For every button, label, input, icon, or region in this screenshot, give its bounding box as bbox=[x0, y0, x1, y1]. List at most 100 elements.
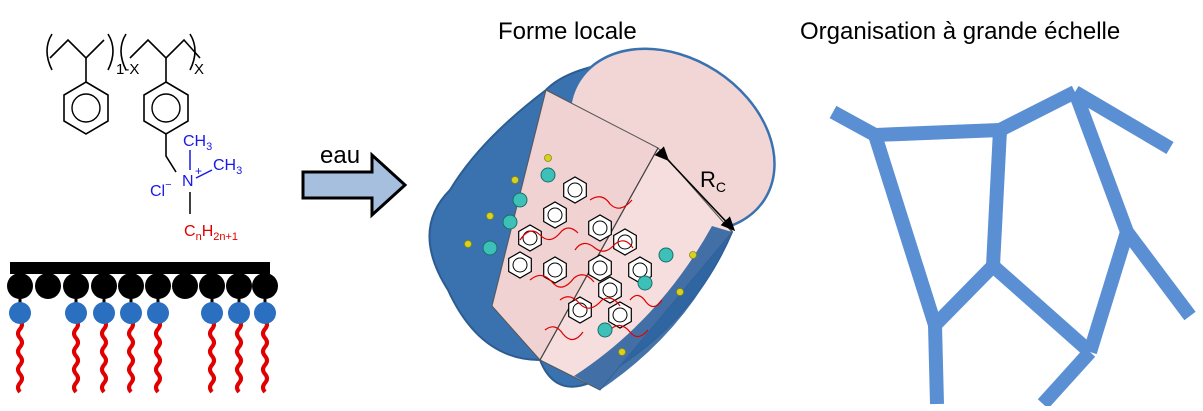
surfactant-tail bbox=[154, 318, 162, 394]
teal-ion bbox=[658, 247, 674, 263]
backbone-bead bbox=[35, 273, 61, 299]
surfactant-tail bbox=[208, 318, 216, 394]
aromatic-ring bbox=[508, 251, 532, 279]
surfactant-tail bbox=[100, 318, 108, 394]
network-branch bbox=[1083, 229, 1134, 355]
aromatic-ring-inner bbox=[547, 207, 563, 223]
network-branch bbox=[1068, 89, 1134, 235]
methyl-top: CH3 bbox=[183, 133, 212, 153]
title-large-scale: Organisation à grande échelle bbox=[800, 18, 1121, 45]
teal-ion bbox=[512, 192, 528, 208]
backbone-bead bbox=[91, 273, 117, 299]
aromatic-ring bbox=[608, 301, 632, 329]
network-branch bbox=[928, 324, 944, 405]
yellow-ion bbox=[689, 251, 697, 259]
alkyl-tail bbox=[529, 274, 595, 288]
teal-ion bbox=[540, 167, 556, 183]
aromatic-ring-inner bbox=[572, 302, 588, 318]
network-branch bbox=[1071, 85, 1174, 155]
nitrogen-charge: + bbox=[195, 164, 202, 178]
aromatic-ring-inner bbox=[512, 257, 528, 273]
backbone-bead bbox=[118, 273, 144, 299]
aromatic-ring bbox=[543, 201, 567, 229]
charged-head bbox=[120, 302, 142, 324]
charged-head bbox=[65, 302, 87, 324]
backbone-beads bbox=[7, 273, 278, 299]
title-local-shape: Forme locale bbox=[498, 18, 637, 45]
aromatic-ring bbox=[613, 228, 637, 256]
backbone-bead bbox=[7, 273, 33, 299]
chloride-ion: Cl− bbox=[150, 179, 172, 200]
network-branch bbox=[996, 85, 1079, 137]
aromatic-ring-inner bbox=[632, 262, 648, 278]
subscript-1-x: 1-X bbox=[116, 61, 139, 78]
network-branch bbox=[930, 261, 998, 330]
backbone-chain-2 bbox=[129, 38, 201, 60]
yellow-ion bbox=[676, 288, 684, 296]
teal-ion bbox=[637, 275, 653, 291]
methyl-right: CH3 bbox=[213, 157, 242, 177]
yellow-ion bbox=[464, 240, 472, 248]
alkyl-core bbox=[519, 196, 663, 341]
aromatic-ring bbox=[568, 296, 592, 324]
backbone-chain bbox=[49, 38, 105, 60]
teal-ion bbox=[502, 214, 518, 230]
network-branch bbox=[868, 132, 942, 328]
bracket-1-open bbox=[46, 33, 53, 71]
surfactant-tail bbox=[16, 318, 24, 394]
surfactant-tail bbox=[72, 318, 80, 394]
network-branch bbox=[986, 129, 1007, 267]
bracket-2-close bbox=[189, 33, 196, 71]
alkyl-tail bbox=[519, 227, 579, 241]
charged-head bbox=[93, 302, 115, 324]
bead-schematic bbox=[7, 262, 278, 394]
aromatic-ring bbox=[543, 256, 567, 284]
backbone-bead bbox=[252, 273, 278, 299]
charged-head bbox=[9, 302, 31, 324]
network-organisation bbox=[829, 85, 1196, 409]
subscript-x: X bbox=[194, 61, 204, 78]
aromatic-ring-inner bbox=[592, 260, 608, 276]
arrow-label: eau bbox=[320, 142, 360, 169]
yellow-ion bbox=[618, 348, 626, 356]
alkyl-tail bbox=[559, 296, 621, 309]
network-branch bbox=[1037, 347, 1096, 409]
surfactant-tail bbox=[261, 318, 269, 394]
alkyl-tail bbox=[574, 240, 634, 252]
teal-ion bbox=[482, 240, 498, 256]
aromatic-ring-inner bbox=[567, 182, 583, 198]
charged-beads bbox=[9, 302, 276, 324]
polymer-structure: 1-X X N + CH3 CH3 Cl− CnH2n+1 bbox=[46, 33, 242, 243]
water-arrow: eau bbox=[301, 142, 408, 219]
alkyl-tail bbox=[629, 294, 663, 308]
backbone-bead bbox=[145, 273, 171, 299]
aromatic-ring bbox=[598, 276, 622, 304]
network-branch bbox=[988, 260, 1095, 358]
network-branch bbox=[1121, 227, 1196, 321]
aromatic-ring bbox=[588, 214, 612, 242]
counterions bbox=[464, 154, 697, 356]
aromatic-ring-inner bbox=[547, 262, 563, 278]
backbone-bar bbox=[10, 262, 270, 274]
backbone-bead bbox=[172, 273, 198, 299]
charged-head bbox=[228, 302, 250, 324]
charged-head bbox=[201, 302, 223, 324]
charged-head bbox=[147, 302, 169, 324]
cylinder-side-right bbox=[574, 226, 732, 390]
methylene-bond bbox=[165, 134, 177, 173]
charged-head bbox=[254, 302, 276, 324]
radius-label: RC bbox=[700, 167, 726, 195]
teal-ion bbox=[597, 322, 613, 338]
network-branch bbox=[874, 123, 1001, 142]
aromatic-core bbox=[508, 176, 652, 329]
bracket-1-close bbox=[107, 33, 114, 71]
alkyl-tail bbox=[544, 326, 584, 341]
aromatic-ring-inner bbox=[592, 220, 608, 236]
aromatic-ring-inner bbox=[612, 307, 628, 323]
surfactant-tail bbox=[127, 318, 135, 394]
bracket-2-open bbox=[120, 33, 127, 71]
nitrogen-atom: N bbox=[182, 173, 194, 190]
aromatic-ring bbox=[563, 176, 587, 204]
phenylene-ring bbox=[143, 81, 189, 135]
aromatic-ring-inner bbox=[602, 282, 618, 298]
